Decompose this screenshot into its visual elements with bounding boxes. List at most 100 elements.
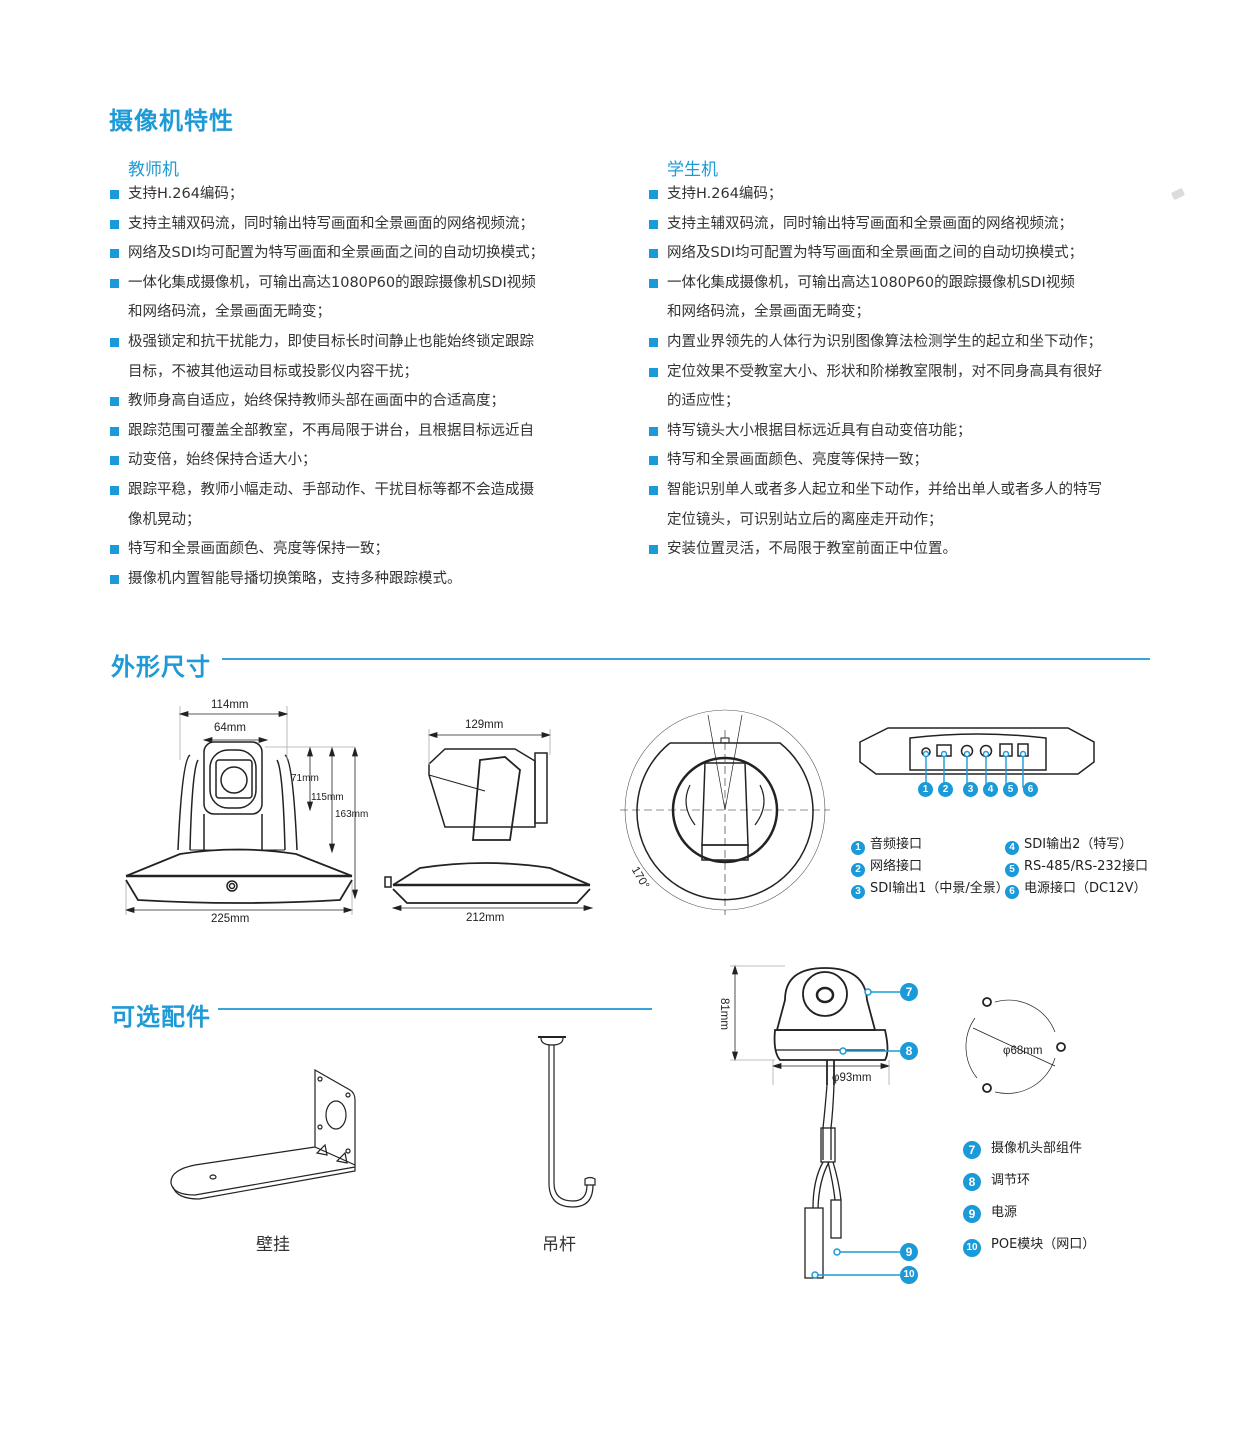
- feature-text: 定位镜头，可识别站立后的离座走开动作；: [667, 511, 943, 528]
- feature-item: 一体化集成摄像机，可输出高达1080P60的跟踪摄像机SDI视频: [649, 269, 1102, 299]
- bullet-square-icon: [110, 545, 119, 555]
- number-badge-icon: 10: [963, 1239, 981, 1257]
- feature-text: 智能识别单人或者多人起立和坐下动作，并给出单人或者多人的特写: [667, 481, 1102, 498]
- feature-text: 跟踪平稳，教师小幅走动、手部动作、干扰目标等都不会造成摄: [128, 481, 534, 498]
- top-view-drawing: [620, 709, 830, 915]
- bullet-square-icon: [110, 190, 119, 199]
- bullet-square-icon: [110, 249, 119, 259]
- feature-item: 支持主辅双码流，同时输出特写画面和全景画面的网络视频流；: [110, 210, 544, 240]
- feature-text: 特写和全景画面颜色、亮度等保持一致；: [128, 541, 389, 558]
- dim-dome-diameter: φ93mm: [832, 1072, 872, 1084]
- feature-text: 摄像机内置智能导播切换策略，支持多种跟踪模式。: [128, 570, 462, 587]
- dome-camera-drawing: [730, 964, 900, 1279]
- accessory-label-wall-mount: 壁挂: [256, 1235, 290, 1255]
- dim-front-h3: 163mm: [335, 809, 369, 820]
- dim-front-lens-width: 64mm: [214, 722, 246, 734]
- feature-text: 和网络码流，全景画面无畸变；: [128, 304, 331, 321]
- feature-item: 定位镜头，可识别站立后的离座走开动作；: [649, 506, 1102, 536]
- bullet-square-icon: [110, 456, 119, 466]
- feature-item: 和网络码流，全景画面无畸变；: [649, 298, 1102, 328]
- bullet-square-icon: [110, 574, 119, 584]
- feature-item: 跟踪范围可覆盖全部教室，不再局限于讲台，且根据目标远近自: [110, 417, 544, 447]
- feature-item: 一体化集成摄像机，可输出高达1080P60的跟踪摄像机SDI视频: [110, 269, 544, 299]
- feature-text: 网络及SDI均可配置为特写画面和全景画面之间的自动切换模式；: [667, 245, 1084, 262]
- feature-text: 特写镜头大小根据目标远近具有自动变倍功能；: [667, 422, 972, 439]
- feature-text: 和网络码流，全景画面无畸变；: [667, 304, 870, 321]
- feature-text: 跟踪范围可覆盖全部教室，不再局限于讲台，且根据目标远近自: [128, 422, 534, 439]
- dim-front-h2: 115mm: [311, 792, 344, 803]
- feature-item: 特写镜头大小根据目标远近具有自动变倍功能；: [649, 417, 1102, 447]
- dimensions-title: 外形尺寸: [111, 653, 211, 681]
- feature-text: 一体化集成摄像机，可输出高达1080P60的跟踪摄像机SDI视频: [128, 274, 536, 291]
- callout-badge-10: 10: [900, 1266, 918, 1284]
- dim-dome-height: 81mm: [718, 998, 730, 1030]
- accessories-rule: [218, 1008, 652, 1010]
- port-number-row: 1 2 3 4 5 6: [918, 782, 1038, 797]
- port-badge-5: 5: [1003, 782, 1018, 797]
- port-badge-2: 2: [938, 782, 953, 797]
- bullet-square-icon: [649, 249, 658, 259]
- feature-text: 极强锁定和抗干扰能力，即使目标长时间静止也能始终锁定跟踪: [128, 333, 534, 350]
- bullet-square-icon: [110, 485, 119, 495]
- bullet-square-icon: [649, 337, 658, 347]
- feature-item: 动变倍，始终保持合适大小；: [110, 446, 544, 476]
- feature-item: 像机晃动；: [110, 506, 544, 536]
- bullet-square-icon: [649, 219, 658, 229]
- feature-item: 内置业界领先的人体行为识别图像算法检测学生的起立和坐下动作；: [649, 328, 1102, 358]
- feature-item: 教师身高自适应，始终保持教师头部在画面中的合适高度；: [110, 387, 544, 417]
- number-badge-icon: 6: [1005, 885, 1019, 899]
- bullet-square-icon: [649, 426, 658, 436]
- feature-text: 支持主辅双码流，同时输出特写画面和全景画面的网络视频流；: [667, 215, 1073, 232]
- feature-text: 定位效果不受教室大小、形状和阶梯教室限制，对不同身高具有很好: [667, 363, 1102, 380]
- accessories-title: 可选配件: [111, 1003, 211, 1031]
- features-title: 摄像机特性: [109, 107, 234, 135]
- feature-item: 摄像机内置智能导播切换策略，支持多种跟踪模式。: [110, 565, 544, 595]
- bullet-square-icon: [649, 485, 658, 495]
- number-badge-icon: 3: [851, 885, 865, 899]
- feature-text: 的适应性；: [667, 393, 740, 410]
- feature-text: 目标，不被其他运动目标或投影仪内容干扰；: [128, 363, 418, 380]
- dim-side-head-depth: 129mm: [465, 719, 504, 731]
- callout-badge-7: 7: [900, 983, 918, 1001]
- feature-text: 支持主辅双码流，同时输出特写画面和全景画面的网络视频流；: [128, 215, 534, 232]
- feature-text: 内置业界领先的人体行为识别图像算法检测学生的起立和坐下动作；: [667, 333, 1102, 350]
- accessory-label-ceiling-pole: 吊杆: [542, 1235, 576, 1255]
- feature-item: 特写和全景画面颜色、亮度等保持一致；: [110, 535, 544, 565]
- number-badge-icon: 8: [963, 1173, 981, 1191]
- feature-text: 安装位置灵活，不局限于教室前面正中位置。: [667, 541, 957, 558]
- feature-text: 教师身高自适应，始终保持教师头部在画面中的合适高度；: [128, 393, 505, 410]
- dim-side-base-depth: 212mm: [466, 912, 505, 924]
- callout-badge-8: 8: [900, 1042, 918, 1060]
- ceiling-pole-drawing: [538, 1036, 596, 1208]
- teacher-feature-list: 支持H.264编码；支持主辅双码流，同时输出特写画面和全景画面的网络视频流；网络…: [110, 180, 544, 594]
- mount-hole-drawing: [965, 997, 1066, 1094]
- callout-badge-9: 9: [900, 1243, 918, 1261]
- bullet-square-icon: [649, 545, 658, 555]
- bullet-square-icon: [649, 278, 658, 288]
- feature-item: 支持H.264编码；: [110, 180, 544, 210]
- teacher-subtitle: 教师机: [128, 160, 179, 180]
- bullet-square-icon: [649, 367, 658, 377]
- front-view-drawing: [124, 706, 359, 915]
- watermark-mark: [1170, 187, 1186, 201]
- number-badge-icon: 1: [851, 841, 865, 855]
- bullet-square-icon: [649, 190, 658, 199]
- bullet-square-icon: [110, 219, 119, 229]
- dim-front-base-width: 225mm: [211, 913, 250, 925]
- dim-mount-diameter: φ68mm: [1003, 1045, 1043, 1057]
- feature-item: 特写和全景画面颜色、亮度等保持一致；: [649, 446, 1102, 476]
- bullet-square-icon: [649, 456, 658, 466]
- bullet-square-icon: [110, 426, 119, 436]
- number-badge-icon: 4: [1005, 841, 1019, 855]
- student-subtitle: 学生机: [667, 160, 718, 180]
